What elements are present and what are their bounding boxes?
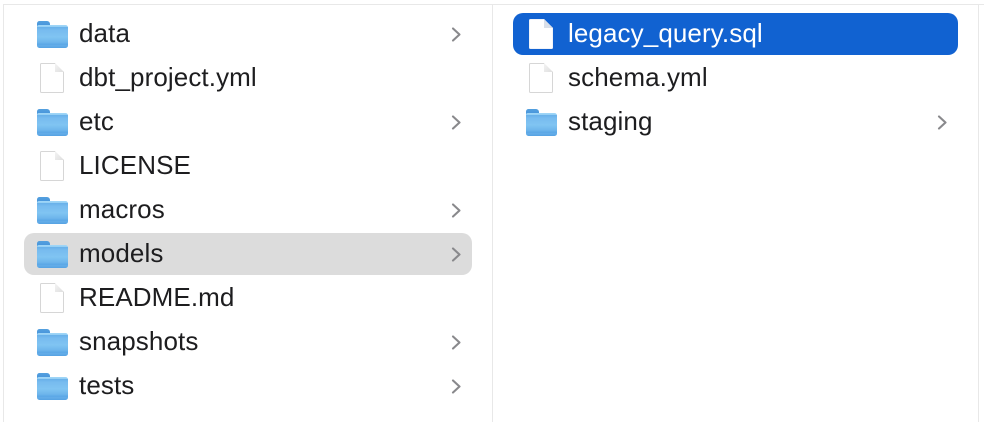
chevron-right-icon bbox=[451, 246, 461, 262]
file-name-label: data bbox=[79, 18, 131, 48]
file-name-label: tests bbox=[79, 370, 135, 400]
file-row-models[interactable]: models bbox=[24, 233, 472, 275]
file-row-staging[interactable]: staging bbox=[513, 101, 958, 143]
chevron-right-icon bbox=[451, 26, 461, 42]
column-left: data dbt_project.yml etc LICENSE macros … bbox=[4, 5, 493, 422]
file-row-etc[interactable]: etc bbox=[24, 101, 472, 143]
file-row-snapshots[interactable]: snapshots bbox=[24, 321, 472, 363]
chevron-right-icon bbox=[451, 114, 461, 130]
folder-icon bbox=[37, 193, 68, 227]
column-view: data dbt_project.yml etc LICENSE macros … bbox=[3, 4, 984, 422]
folder-icon bbox=[37, 369, 68, 403]
file-row-README.md[interactable]: README.md bbox=[24, 277, 472, 319]
chevron-right-icon bbox=[451, 202, 461, 218]
chevron-right-icon bbox=[451, 334, 461, 350]
column-right: legacy_query.sql schema.yml staging bbox=[493, 5, 979, 422]
chevron-right-icon bbox=[451, 378, 461, 394]
file-row-LICENSE[interactable]: LICENSE bbox=[24, 145, 472, 187]
document-icon bbox=[526, 17, 557, 51]
file-row-legacy_query.sql[interactable]: legacy_query.sql bbox=[513, 13, 958, 55]
chevron-right-icon bbox=[937, 114, 947, 130]
document-icon bbox=[526, 61, 557, 95]
file-name-label: snapshots bbox=[79, 326, 199, 356]
folder-icon bbox=[37, 105, 68, 139]
folder-icon bbox=[37, 325, 68, 359]
document-icon bbox=[37, 149, 68, 183]
file-row-tests[interactable]: tests bbox=[24, 365, 472, 407]
document-icon bbox=[37, 61, 68, 95]
folder-icon bbox=[526, 105, 557, 139]
file-name-label: models bbox=[79, 238, 164, 268]
file-name-label: legacy_query.sql bbox=[568, 18, 763, 48]
file-row-data[interactable]: data bbox=[24, 13, 472, 55]
folder-icon bbox=[37, 237, 68, 271]
folder-icon bbox=[37, 17, 68, 51]
file-name-label: LICENSE bbox=[79, 150, 191, 180]
file-row-macros[interactable]: macros bbox=[24, 189, 472, 231]
file-name-label: etc bbox=[79, 106, 114, 136]
file-name-label: README.md bbox=[79, 282, 235, 312]
file-name-label: staging bbox=[568, 106, 653, 136]
file-name-label: schema.yml bbox=[568, 62, 708, 92]
file-row-dbt_project.yml[interactable]: dbt_project.yml bbox=[24, 57, 472, 99]
file-row-schema.yml[interactable]: schema.yml bbox=[513, 57, 958, 99]
document-icon bbox=[37, 281, 68, 315]
file-name-label: macros bbox=[79, 194, 165, 224]
file-name-label: dbt_project.yml bbox=[79, 62, 257, 92]
